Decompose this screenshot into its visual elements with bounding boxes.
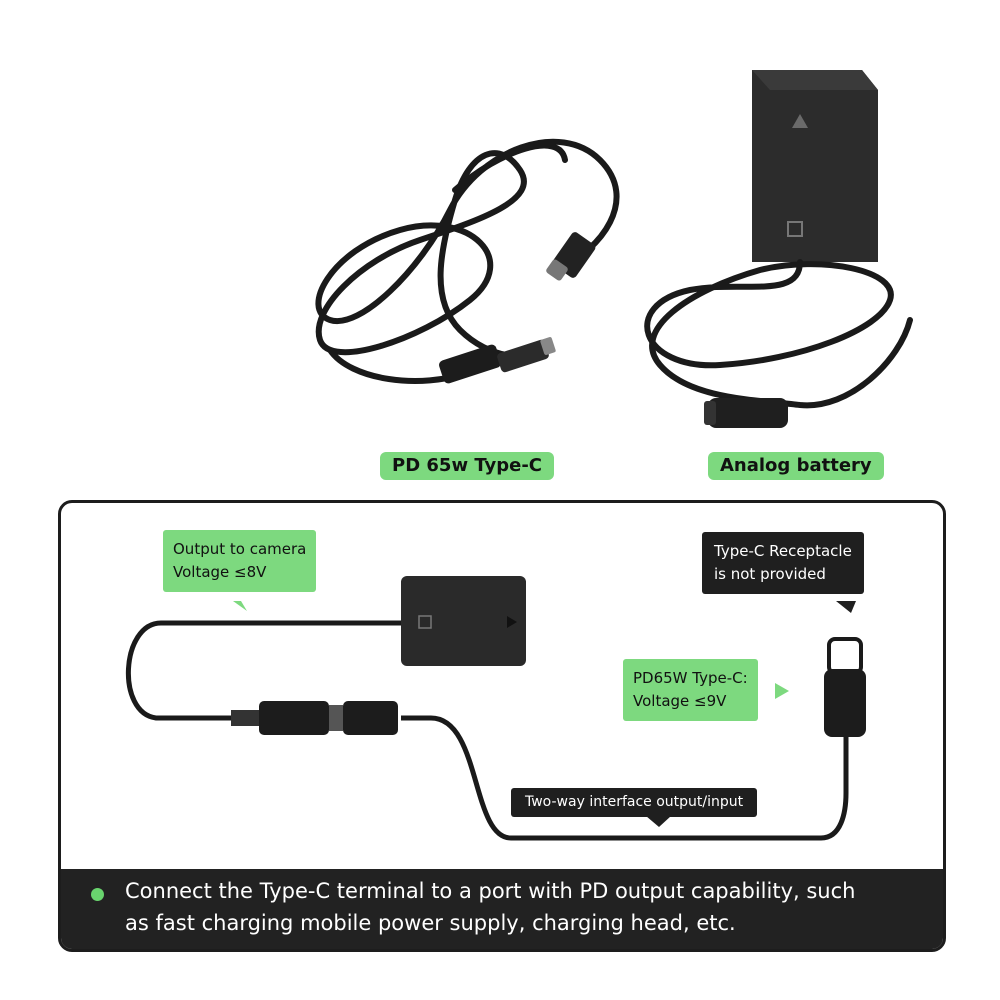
sony-logo-icon (787, 221, 803, 237)
interface-label: Two-way interface output/input (511, 788, 758, 817)
usb-c-plug-icon (546, 232, 596, 281)
bullet-icon (91, 888, 104, 901)
connection-diagram: Output to camera Voltage ≤8V Type-C Rece… (58, 500, 946, 952)
battery-plate (401, 576, 526, 666)
dc-socket-icon (704, 398, 788, 428)
input-callout-line1: PD65W Type-C: (633, 669, 748, 687)
dc-joint (231, 701, 398, 735)
sony-logo-icon (418, 615, 432, 629)
triangle-icon (792, 114, 808, 128)
receptacle-callout-line2: is not provided (714, 565, 826, 583)
output-callout-line2: Voltage ≤8V (173, 563, 267, 581)
footer-text: Connect the Type-C terminal to a port wi… (125, 875, 925, 939)
receptacle-callout-line1: Type-C Receptacle (714, 542, 852, 560)
output-callout-line1: Output to camera (173, 540, 307, 558)
output-callout: Output to camera Voltage ≤8V (163, 530, 317, 592)
battery-cable (644, 259, 913, 409)
usb-c-plug-icon (824, 637, 866, 737)
footer-line1: Connect the Type-C terminal to a port wi… (125, 879, 856, 903)
receptacle-callout: Type-C Receptacle is not provided (702, 532, 864, 594)
dummy-battery (752, 70, 878, 262)
triangle-icon (507, 616, 517, 628)
input-callout: PD65W Type-C: Voltage ≤9V (623, 659, 758, 721)
footer-line2: as fast charging mobile power supply, ch… (125, 911, 736, 935)
product-illustration (315, 70, 913, 428)
input-callout-line2: Voltage ≤9V (633, 692, 727, 710)
diagram-cable-drawing (126, 576, 866, 841)
dc-barrel-plug-icon (439, 337, 556, 384)
footer-note: Connect the Type-C terminal to a port wi… (61, 869, 943, 949)
cable-label: PD 65w Type-C (380, 452, 554, 480)
battery-label: Analog battery (708, 452, 884, 480)
